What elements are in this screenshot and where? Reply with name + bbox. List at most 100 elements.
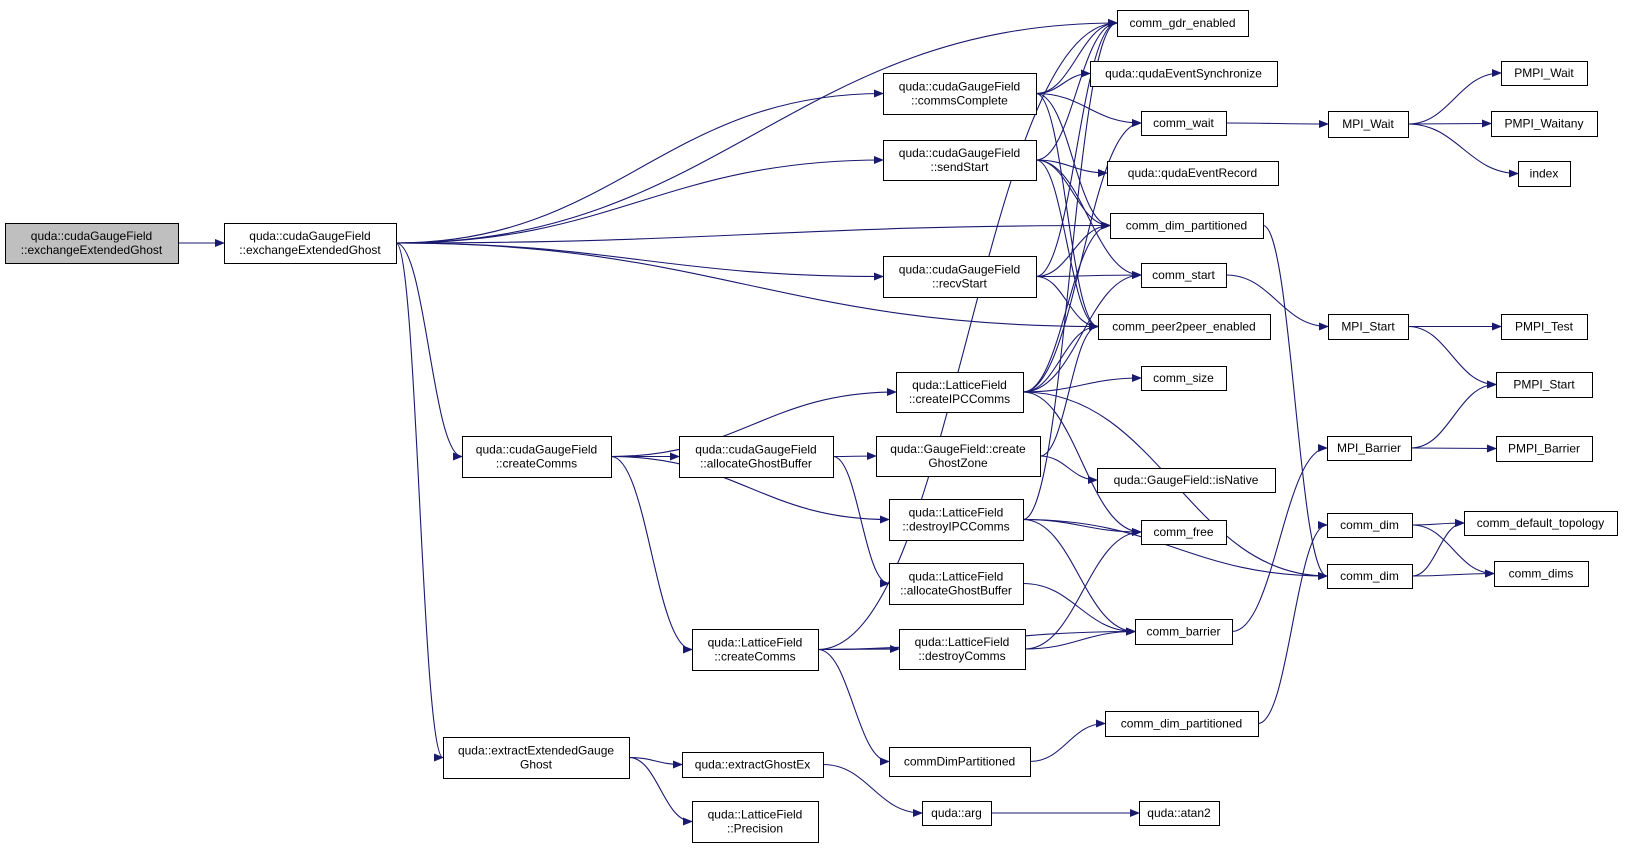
node-cdp3[interactable]: comm_dim_partitioned bbox=[1105, 711, 1259, 737]
node-cfree[interactable]: comm_free bbox=[1141, 520, 1227, 545]
node-label: quda::LatticeField bbox=[909, 570, 1004, 584]
node-pwaitany[interactable]: PMPI_Waitany bbox=[1491, 111, 1598, 137]
node-box bbox=[883, 140, 1037, 181]
node-label: comm_peer2peer_enabled bbox=[1112, 320, 1255, 334]
node-commsComplete[interactable]: quda::cudaGaugeField::commsComplete bbox=[883, 73, 1037, 115]
node-label: quda::qudaEventRecord bbox=[1128, 166, 1257, 180]
node-root[interactable]: quda::cudaGaugeField::exchangeExtendedGh… bbox=[5, 223, 179, 264]
node-label: PMPI_Test bbox=[1515, 320, 1574, 334]
node-label: quda::cudaGaugeField bbox=[899, 146, 1020, 160]
node-gdr[interactable]: comm_gdr_enabled bbox=[1117, 10, 1249, 37]
edge-lfdc-to-cfree bbox=[1024, 528, 1142, 650]
edge-lfdc-to-cbar bbox=[1024, 627, 1136, 650]
node-box bbox=[899, 629, 1026, 670]
node-qer[interactable]: quda::qudaEventRecord bbox=[1107, 161, 1279, 186]
node-agb[interactable]: quda::cudaGaugeField::allocateGhostBuffe… bbox=[679, 436, 834, 478]
edge-mpibar-to-pbar bbox=[1410, 444, 1497, 453]
node-isnative[interactable]: quda::GaugeField::isNative bbox=[1097, 468, 1276, 493]
node-label: ::Precision bbox=[727, 822, 783, 836]
edge-commsComplete-to-cp2p bbox=[1035, 92, 1099, 331]
node-arg[interactable]: quda::arg bbox=[922, 801, 992, 826]
node-label: comm_dim bbox=[1340, 569, 1399, 583]
node-cdim2[interactable]: comm_dim bbox=[1327, 564, 1413, 589]
node-label: ::commsComplete bbox=[911, 94, 1008, 108]
node-cc[interactable]: quda::cudaGaugeField::createComms bbox=[462, 436, 612, 478]
node-label: MPI_Barrier bbox=[1337, 441, 1401, 455]
node-prec[interactable]: quda::LatticeField::Precision bbox=[692, 801, 819, 843]
node-box bbox=[443, 737, 630, 779]
node-cdim1[interactable]: comm_dim bbox=[1327, 513, 1413, 538]
edge-agb-to-lfagb bbox=[832, 455, 890, 588]
edge-lfdIPC-to-cdim2 bbox=[1022, 518, 1328, 580]
node-label: quda::LatticeField bbox=[912, 378, 1007, 392]
node-cdims[interactable]: comm_dims bbox=[1494, 561, 1589, 587]
node-label: comm_free bbox=[1153, 525, 1213, 539]
node-lfIPC[interactable]: quda::LatticeField::createIPCComms bbox=[896, 372, 1024, 413]
node-label: ::createComms bbox=[496, 457, 577, 471]
node-cp2p[interactable]: comm_peer2peer_enabled bbox=[1098, 314, 1271, 340]
node-label: GhostZone bbox=[928, 456, 988, 470]
node-lfdIPC[interactable]: quda::LatticeField::destroyIPCComms bbox=[889, 499, 1024, 541]
edge-cdp-to-cdim2 bbox=[1262, 224, 1328, 580]
node-mpiwait[interactable]: MPI_Wait bbox=[1328, 111, 1409, 138]
edge-lfIPC-to-csize bbox=[1022, 374, 1142, 393]
node-label: comm_dim_partitioned bbox=[1126, 219, 1247, 233]
node-label: PMPI_Barrier bbox=[1508, 442, 1580, 456]
node-box bbox=[462, 436, 612, 478]
node-pbar[interactable]: PMPI_Barrier bbox=[1496, 436, 1593, 462]
node-label: index bbox=[1530, 167, 1559, 181]
node-cbar[interactable]: comm_barrier bbox=[1135, 619, 1233, 645]
node-box bbox=[1491, 111, 1598, 137]
node-sendStart[interactable]: quda::cudaGaugeField::sendStart bbox=[883, 140, 1037, 181]
node-cdp[interactable]: comm_dim_partitioned bbox=[1110, 213, 1264, 239]
node-box bbox=[1327, 564, 1413, 589]
node-recvStart[interactable]: quda::cudaGaugeField::recvStart bbox=[883, 256, 1037, 298]
edge-commsComplete-to-cwait bbox=[1035, 92, 1142, 127]
node-lfagb[interactable]: quda::LatticeField::allocateGhostBuffer bbox=[889, 563, 1024, 605]
node-pstart[interactable]: PMPI_Start bbox=[1496, 372, 1593, 398]
node-lfcc[interactable]: quda::LatticeField::createComms bbox=[692, 629, 819, 671]
node-mpibar[interactable]: MPI_Barrier bbox=[1327, 436, 1412, 461]
edge-xg-to-recvStart bbox=[395, 242, 884, 281]
node-xg[interactable]: quda::cudaGaugeField::exchangeExtendedGh… bbox=[224, 223, 397, 264]
node-ptest[interactable]: PMPI_Test bbox=[1501, 314, 1588, 340]
node-index[interactable]: index bbox=[1518, 161, 1571, 187]
node-csize[interactable]: comm_size bbox=[1141, 366, 1227, 391]
node-box bbox=[679, 436, 834, 478]
node-label: Ghost bbox=[520, 758, 553, 772]
node-atan2[interactable]: quda::atan2 bbox=[1139, 801, 1220, 826]
edge-cwait-to-mpiwait bbox=[1225, 119, 1329, 128]
edge-cc-to-lfIPC bbox=[610, 388, 897, 458]
node-cwait[interactable]: comm_wait bbox=[1141, 111, 1227, 136]
edge-cbar-to-mpibar bbox=[1231, 444, 1328, 633]
edge-eegg-to-prec bbox=[628, 756, 693, 826]
node-box bbox=[896, 372, 1024, 413]
edge-lfcc-to-cdp2 bbox=[817, 648, 890, 766]
node-box bbox=[889, 563, 1024, 605]
node-box bbox=[1141, 263, 1227, 288]
node-cdt[interactable]: comm_default_topology bbox=[1464, 511, 1618, 536]
edge-commsComplete-to-qes bbox=[1035, 69, 1091, 95]
node-lfdc[interactable]: quda::LatticeField::destroyComms bbox=[899, 629, 1026, 670]
node-qes[interactable]: quda::qudaEventSynchronize bbox=[1090, 61, 1278, 87]
node-ege[interactable]: quda::extractGhostEx bbox=[682, 752, 824, 778]
node-cdp2[interactable]: commDimPartitioned bbox=[889, 747, 1031, 777]
node-pwait[interactable]: PMPI_Wait bbox=[1501, 61, 1588, 86]
node-box bbox=[1494, 561, 1589, 587]
node-box bbox=[1135, 619, 1233, 645]
node-label: comm_wait bbox=[1153, 116, 1214, 130]
node-label: comm_size bbox=[1153, 371, 1214, 385]
edge-xg-to-cc bbox=[395, 242, 463, 461]
edge-lfdIPC-to-cbar bbox=[1022, 518, 1136, 636]
edge-cc-to-lfcc bbox=[610, 455, 693, 654]
edge-mpistart-to-pstart bbox=[1407, 325, 1497, 389]
node-label: quda::extractGhostEx bbox=[695, 758, 810, 772]
node-label: comm_start bbox=[1152, 268, 1215, 282]
node-box bbox=[1501, 314, 1588, 340]
node-mpistart[interactable]: MPI_Start bbox=[1328, 314, 1409, 340]
node-cstart[interactable]: comm_start bbox=[1141, 263, 1227, 288]
node-label: quda::cudaGaugeField bbox=[695, 443, 816, 457]
edge-sendStart-to-gdr bbox=[1035, 19, 1118, 161]
